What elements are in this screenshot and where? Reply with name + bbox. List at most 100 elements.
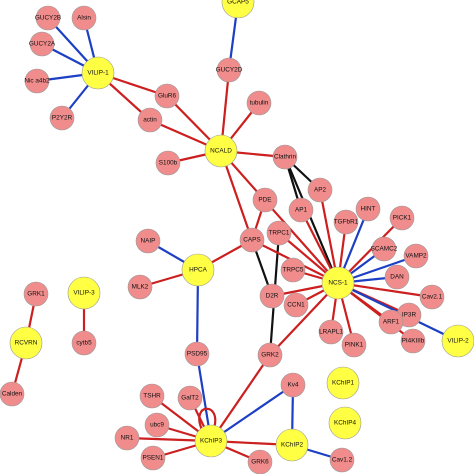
node-glur6[interactable]: GluR6: [154, 83, 180, 109]
edge-kchip3-self-loop: [198, 407, 217, 431]
node-label: PSD95: [187, 351, 208, 358]
node-psen1[interactable]: PSEN1: [140, 445, 166, 471]
node-gcap5[interactable]: GCAP5: [221, 0, 255, 19]
node-circle: [135, 228, 161, 254]
edge-ncs1-grk2: [269, 282, 339, 356]
node-label: MLK2: [132, 284, 149, 291]
node-mlk2[interactable]: MLK2: [127, 274, 153, 300]
node-label: TGFbR1: [334, 219, 359, 226]
node-label: AP1: [295, 207, 308, 214]
node-kv4[interactable]: Kv4: [280, 372, 306, 398]
node-label: KChIP3: [200, 438, 222, 445]
node-label: GRK2: [261, 352, 279, 359]
node-ap2[interactable]: AP2: [307, 177, 333, 203]
node-circle: [71, 330, 97, 356]
node-naip[interactable]: NAIP: [135, 228, 161, 254]
node-circle: [239, 227, 265, 253]
node-circle: [24, 68, 50, 94]
node-label: Nic a4b2: [24, 78, 50, 85]
node-circle: [29, 31, 55, 57]
node-lrapl1[interactable]: LRAPL1: [318, 319, 343, 345]
node-s100b[interactable]: S100b: [155, 150, 181, 176]
node-tgfbr1[interactable]: TGFbR1: [333, 209, 359, 235]
node-actin[interactable]: actin: [137, 107, 163, 133]
node-circle: [275, 428, 309, 462]
node-gucy2a[interactable]: GUCY2A: [29, 31, 56, 57]
node-circle: [355, 196, 381, 222]
node-ncald[interactable]: NCALD: [204, 134, 238, 168]
node-ccn1[interactable]: CCN1: [283, 292, 309, 318]
node-label: ubc9: [150, 422, 164, 429]
node-circle: [321, 266, 355, 300]
node-pink1[interactable]: PINK1: [341, 332, 367, 358]
node-label: GCAP5: [227, 0, 249, 6]
node-pick1[interactable]: PICK1: [389, 205, 415, 231]
node-label: LRAPL1: [319, 329, 343, 336]
node-vilip3[interactable]: VILIP-3: [67, 276, 101, 310]
node-dan[interactable]: DAN: [384, 264, 410, 290]
node-circle: [140, 445, 166, 471]
node-label: Kv4: [287, 382, 298, 389]
node-circle: [419, 284, 445, 310]
node-kchip3[interactable]: KChIP3: [194, 424, 228, 458]
node-hint[interactable]: HINT: [355, 196, 381, 222]
node-vamp2[interactable]: VAMP2: [403, 243, 429, 269]
node-circle: [181, 253, 215, 287]
node-label: TRPC5: [283, 267, 304, 274]
node-caps[interactable]: CAPS: [239, 227, 265, 253]
node-circle: [280, 257, 306, 283]
node-cav12[interactable]: Cav1.2: [329, 447, 355, 473]
node-nica4b2[interactable]: Nic a4b2: [24, 68, 50, 94]
node-grk6[interactable]: GRK6: [247, 449, 273, 474]
node-vilip2[interactable]: VILIP-2: [441, 324, 474, 358]
node-circle: [0, 381, 25, 407]
node-calden[interactable]: Calden: [0, 381, 25, 407]
node-pde[interactable]: PDE: [252, 187, 278, 213]
node-p2y2r[interactable]: P2Y2R: [49, 105, 75, 131]
node-tshr[interactable]: TSHR: [139, 383, 165, 409]
node-trpc1[interactable]: TRPC1: [266, 220, 292, 246]
node-rcvrn[interactable]: RCVRN: [9, 326, 43, 360]
node-gucy2b[interactable]: GUCY2B: [35, 5, 61, 31]
node-grk1[interactable]: GRK1: [23, 281, 49, 307]
node-circle: [283, 292, 309, 318]
node-label: Cav1.2: [332, 457, 353, 464]
node-kchip1[interactable]: KChIP1: [326, 366, 360, 400]
node-psd95[interactable]: PSD95: [184, 341, 210, 367]
node-pi4kiiib[interactable]: PI4KIIIb: [400, 328, 426, 354]
node-label: Calden: [2, 391, 23, 398]
node-label: RCVRN: [15, 340, 38, 347]
node-tubulin[interactable]: tubulin: [246, 90, 272, 116]
node-kchip2[interactable]: KChIP2: [275, 428, 309, 462]
node-hpca[interactable]: HPCA: [181, 253, 215, 287]
node-circle: [280, 372, 306, 398]
node-gucy2d[interactable]: GUCY2D: [216, 57, 243, 83]
node-kchip4[interactable]: KChIP4: [328, 406, 362, 440]
node-label: IP3R: [402, 312, 417, 319]
node-cav21[interactable]: Cav2.1: [419, 284, 445, 310]
node-label: GUCY2D: [216, 67, 243, 74]
node-label: GRK6: [251, 459, 269, 466]
node-ap1[interactable]: AP1: [288, 197, 314, 223]
node-circle: [137, 107, 163, 133]
node-circle: [114, 425, 140, 451]
node-alsin[interactable]: Alsin: [71, 5, 97, 31]
node-galt2[interactable]: GalT2: [177, 385, 203, 411]
node-ncs1[interactable]: NCS-1: [321, 266, 355, 300]
node-ubc9[interactable]: ubc9: [144, 412, 170, 438]
node-circle: [378, 309, 404, 335]
node-cytb5[interactable]: cytb5: [71, 330, 97, 356]
node-label: Alsin: [77, 15, 91, 22]
node-d2r[interactable]: D2R: [259, 283, 285, 309]
node-circle: [35, 5, 61, 31]
node-arf1[interactable]: ARF1: [378, 309, 404, 335]
node-grk2[interactable]: GRK2: [257, 342, 283, 368]
node-scamc2[interactable]: SCAMC2: [371, 236, 398, 262]
node-nr1[interactable]: NR1: [114, 425, 140, 451]
node-trpc5[interactable]: TRPC5: [280, 257, 306, 283]
node-vilip1[interactable]: VILIP-1: [81, 56, 115, 90]
node-clathrin[interactable]: Clathrin: [272, 144, 298, 170]
node-label: TSHR: [143, 393, 161, 400]
